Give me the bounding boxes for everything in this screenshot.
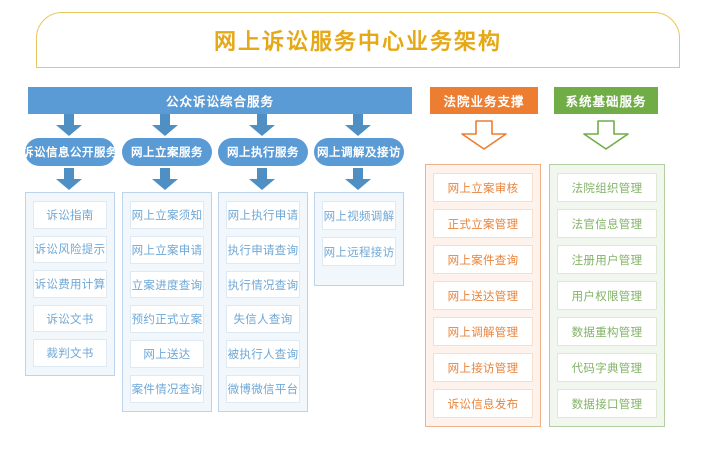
down-arrow-outline-icon [460, 120, 508, 150]
down-arrow-icon [152, 114, 178, 136]
list-item[interactable]: 执行情况查询 [226, 270, 300, 299]
list-item[interactable]: 预约正式立案 [130, 305, 204, 334]
list-item[interactable]: 网上调解管理 [433, 317, 533, 346]
column-online-mediation-reception: 网上视频调解 网上远程接访 [314, 192, 404, 286]
list-item[interactable]: 代码字典管理 [557, 353, 657, 382]
list-item[interactable]: 数据接口管理 [557, 389, 657, 418]
subgroup-header-online-mediation-reception[interactable]: 网上调解及接访 [314, 138, 404, 166]
list-item[interactable]: 诉讼指南 [33, 201, 107, 229]
list-item[interactable]: 执行申请查询 [226, 235, 300, 264]
list-item[interactable]: 网上立案审核 [433, 173, 533, 202]
list-item[interactable]: 数据重构管理 [557, 317, 657, 346]
down-arrow-icon [56, 168, 82, 190]
list-item[interactable]: 失信人查询 [226, 305, 300, 334]
group-header-court-support-label: 法院业务支撑 [443, 95, 525, 109]
list-item[interactable]: 诉讼费用计算 [33, 270, 107, 298]
column-court-business-support: 网上立案审核 正式立案管理 网上案件查询 网上送达管理 网上调解管理 网上接访管… [425, 164, 541, 427]
down-arrow-outline-icon [582, 120, 630, 150]
title-banner: 网上诉讼服务中心业务架构 [36, 12, 680, 68]
column-litigation-info-disclosure: 诉讼指南 诉讼风险提示 诉讼费用计算 诉讼文书 裁判文书 [25, 192, 115, 376]
list-item[interactable]: 诉讼文书 [33, 304, 107, 333]
list-item[interactable]: 立案进度查询 [130, 270, 204, 299]
list-item[interactable]: 网上案件查询 [433, 245, 533, 274]
subgroup-header-label: 网上执行服务 [227, 147, 299, 159]
column-online-case-filing: 网上立案须知 网上立案申请 立案进度查询 预约正式立案 网上送达 案件情况查询 [122, 192, 212, 412]
column-online-enforcement: 网上执行申请 执行申请查询 执行情况查询 失信人查询 被执行人查询 微博微信平台 [218, 192, 308, 412]
list-item[interactable]: 用户权限管理 [557, 281, 657, 310]
group-header-public-services: 公众诉讼综合服务 [28, 87, 412, 114]
list-item[interactable]: 被执行人查询 [226, 340, 300, 369]
list-item[interactable]: 微博微信平台 [226, 375, 300, 403]
down-arrow-icon [152, 168, 178, 190]
list-item[interactable]: 诉讼风险提示 [33, 235, 107, 264]
list-item[interactable]: 网上立案申请 [130, 235, 204, 264]
down-arrow-icon [56, 114, 82, 136]
down-arrow-icon [249, 114, 275, 136]
down-arrow-icon [345, 114, 371, 136]
column-system-basic-services: 法院组织管理 法官信息管理 注册用户管理 用户权限管理 数据重构管理 代码字典管… [549, 164, 665, 427]
list-item[interactable]: 注册用户管理 [557, 245, 657, 274]
list-item[interactable]: 案件情况查询 [130, 375, 204, 403]
group-header-system-services: 系统基础服务 [554, 87, 658, 114]
subgroup-header-online-case-filing[interactable]: 网上立案服务 [122, 138, 212, 166]
list-item[interactable]: 网上送达管理 [433, 281, 533, 310]
list-item[interactable]: 网上执行申请 [226, 201, 300, 229]
list-item[interactable]: 网上送达 [130, 340, 204, 369]
list-item[interactable]: 网上接访管理 [433, 353, 533, 382]
page-title: 网上诉讼服务中心业务架构 [213, 29, 502, 54]
list-item[interactable]: 网上视频调解 [322, 201, 396, 230]
down-arrow-icon [249, 168, 275, 190]
list-item[interactable]: 法院组织管理 [557, 173, 657, 202]
group-header-system-services-label: 系统基础服务 [565, 95, 647, 109]
list-item[interactable]: 网上远程接访 [322, 237, 396, 266]
group-header-court-support: 法院业务支撑 [430, 87, 538, 114]
down-arrow-icon [345, 168, 371, 190]
list-item[interactable]: 网上立案须知 [130, 201, 204, 229]
subgroup-header-online-enforcement[interactable]: 网上执行服务 [218, 138, 308, 166]
subgroup-header-label: 网上调解及接访 [317, 147, 401, 159]
list-item[interactable]: 裁判文书 [33, 339, 107, 367]
subgroup-header-litigation-info-disclosure[interactable]: 诉讼信息公开服务 [22, 138, 118, 166]
list-item[interactable]: 正式立案管理 [433, 209, 533, 238]
group-header-public-services-label: 公众诉讼综合服务 [165, 95, 274, 109]
list-item[interactable]: 诉讼信息发布 [433, 389, 533, 418]
subgroup-header-label: 诉讼信息公开服务 [22, 147, 118, 159]
subgroup-header-label: 网上立案服务 [131, 147, 203, 159]
list-item[interactable]: 法官信息管理 [557, 209, 657, 238]
